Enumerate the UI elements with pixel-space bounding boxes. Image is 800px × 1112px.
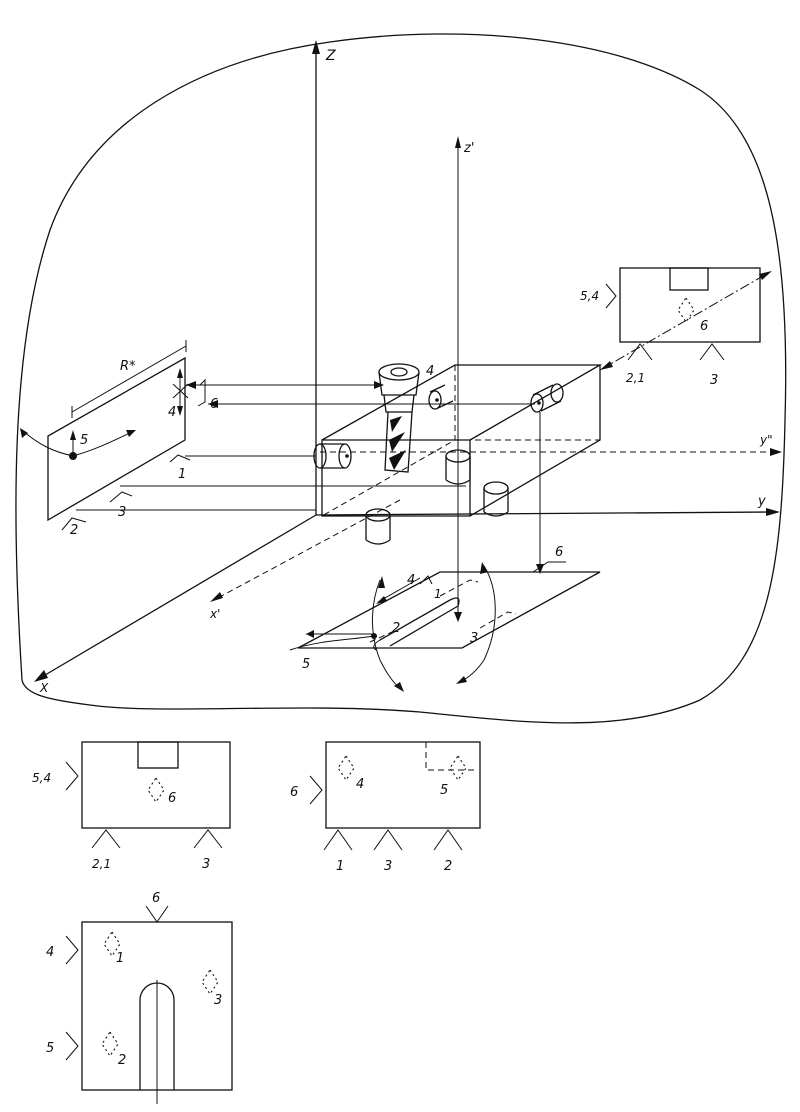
base-label-4: 4 [407,573,415,588]
side-view-label-6: 6 [290,785,298,800]
top-view-inner-3: 3 [214,993,222,1008]
plane-label-3: 3 [118,505,126,520]
base-plate: 6 4 1 2 3 5 [289,545,601,692]
inset-label-6: 6 [700,319,708,334]
plane-label-1: 1 [178,467,186,482]
z-axis-arrow [312,40,320,54]
front-view-label-2-1: 2,1 [92,857,111,871]
y-double-prime-axis-arrow [770,448,782,456]
y-double-prime-axis-label: y" [759,433,773,447]
front-view-label-6: 6 [168,791,176,806]
inset-label-2-1: 2,1 [626,371,645,385]
x-prime-axis-arrow [210,592,223,602]
front-view: 6 5,4 2,1 3 [32,741,231,872]
x-axis-label: X [39,681,49,695]
side-view-label-5: 5 [440,783,448,798]
top-view: 6 4 5 1 2 3 [46,891,233,1104]
diagonal-arrow-lower [600,361,613,370]
side-view-label-4: 4 [356,777,364,792]
cutter-label-4: 4 [426,364,434,379]
base-label-3: 3 [470,631,478,646]
projection-lines [76,381,544,622]
top-view-inner-2: 2 [118,1053,126,1068]
top-view-label-4: 4 [46,945,54,960]
workpiece-box [321,364,603,517]
boundary-outline [15,33,787,724]
y-axis-arrow [766,508,780,516]
top-view-label-5: 5 [46,1041,54,1056]
r-star-label: R* [120,359,136,374]
diagonal-arrow-upper [759,271,772,280]
top-view-label-6: 6 [152,891,160,906]
inset-view-diagram: 6 5,4 2,1 3 [580,267,761,388]
side-view-bottom-2: 2 [444,859,452,874]
front-view-label-3: 3 [202,857,210,872]
y-axis-label: y [757,494,766,509]
base-label-6: 6 [555,545,563,560]
side-view-bottom-3: 3 [384,859,392,874]
front-view-label-5-4: 5,4 [32,771,51,785]
base-label-5: 5 [302,657,310,672]
base-label-1: 1 [434,587,442,601]
inset-label-5-4: 5,4 [580,289,599,303]
locating-pins [313,383,564,545]
top-view-inner-1: 1 [116,951,124,966]
x-prime-axis [213,499,401,601]
base-label-2: 2 [392,621,400,636]
plane-label-2: 2 [70,523,78,538]
milling-cutter: 4 [378,363,434,473]
x-axis [39,514,317,679]
inset-label-3: 3 [710,373,718,388]
z-prime-axis-arrow [455,136,461,148]
side-view: 4 5 6 1 3 2 [290,741,481,874]
plane-label-4: 4 [168,405,176,420]
left-plane: R* 5 4 6 1 3 2 [20,340,218,538]
x-axis-arrow [34,670,48,682]
z-prime-axis-label: z' [463,141,474,156]
x-prime-axis-label: x' [209,607,220,621]
y-axis [315,511,776,516]
axes-group: Z y X z' y" x' [34,40,782,695]
z-axis-label: Z [325,48,336,64]
plane-label-5: 5 [80,433,88,448]
side-view-bottom-1: 1 [336,859,344,874]
